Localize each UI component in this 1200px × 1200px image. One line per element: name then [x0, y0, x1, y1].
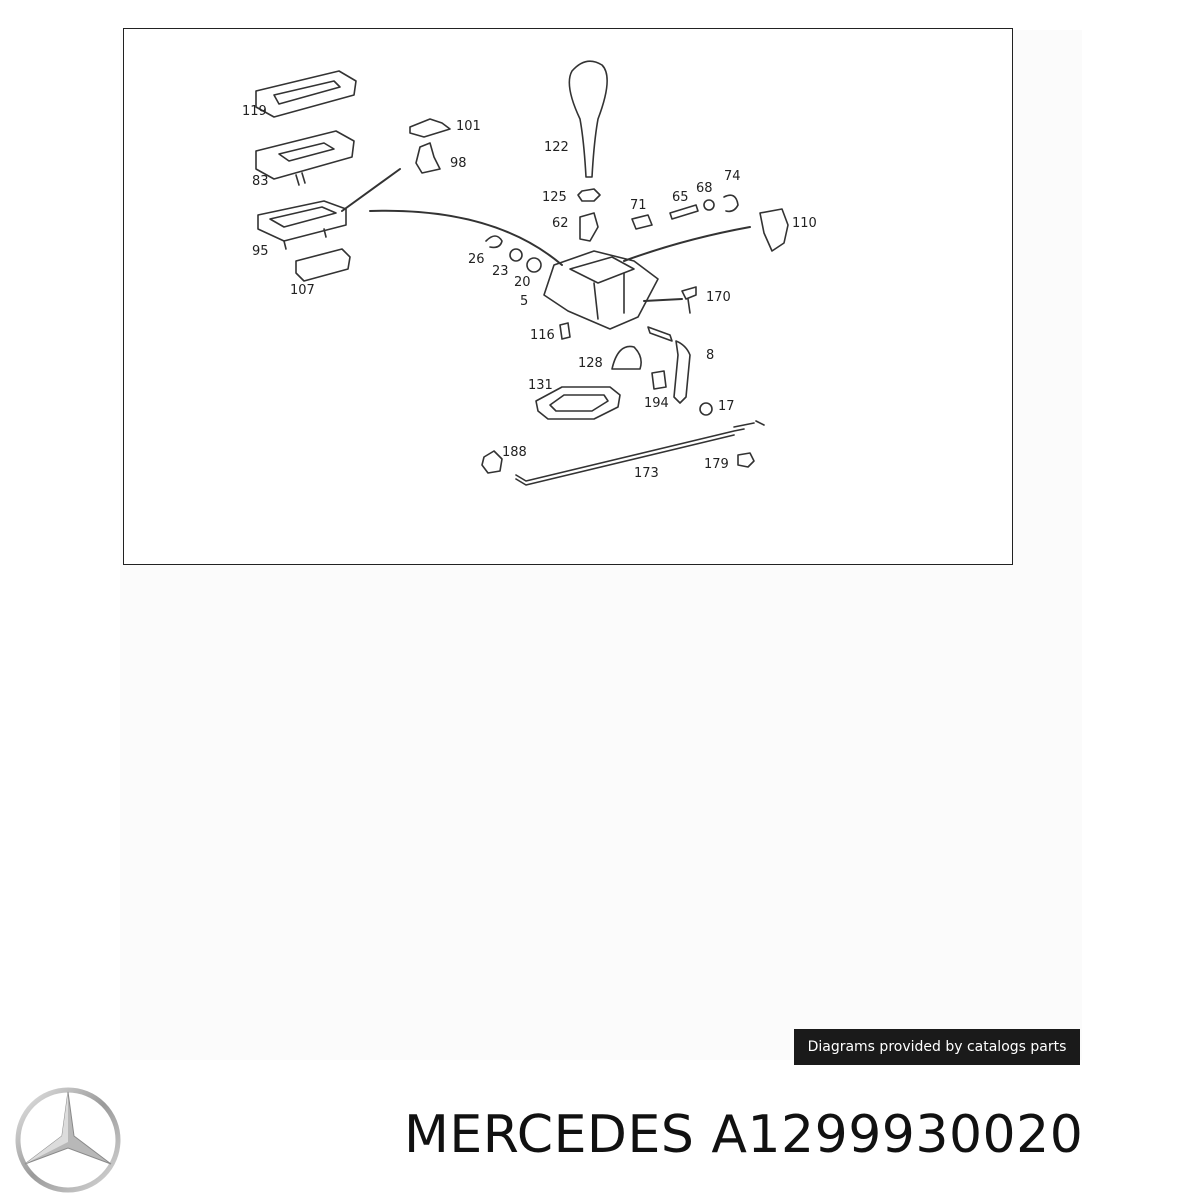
brand-name: MERCEDES	[404, 1105, 695, 1165]
callout-101: 101	[456, 119, 481, 134]
callout-125: 125	[542, 190, 567, 205]
part-110-shape	[759, 208, 789, 252]
part-116-shape	[559, 322, 571, 340]
callout-128: 128	[578, 356, 603, 371]
part-8-shape	[647, 326, 691, 404]
callout-170: 170	[706, 290, 731, 305]
part-170-shape	[681, 286, 697, 314]
callout-194: 194	[644, 396, 669, 411]
exploded-view-drawing: 119 101 98 83 122 125 62 71 65 68 74 110…	[242, 60, 817, 486]
callout-68: 68	[696, 181, 713, 196]
callout-62: 62	[552, 216, 569, 231]
callout-17: 17	[718, 399, 735, 414]
parts-diagram: 119 101 98 83 122 125 62 71 65 68 74 110…	[123, 28, 1013, 565]
part-194-shape	[651, 370, 667, 390]
part-83-shape	[255, 130, 355, 186]
part-23-shape	[509, 248, 523, 262]
part-title: MERCEDES A1299930020	[404, 1105, 1083, 1165]
callout-83: 83	[252, 174, 269, 189]
part-74-shape	[723, 194, 739, 213]
part-5-shape	[543, 250, 659, 330]
part-107-shape	[295, 248, 351, 282]
callout-98: 98	[450, 156, 467, 171]
part-65-shape	[669, 204, 699, 220]
part-131-shape	[535, 386, 621, 420]
credit-badge: Diagrams provided by catalogs parts	[794, 1029, 1080, 1065]
callout-122: 122	[544, 140, 569, 155]
callout-71: 71	[630, 198, 647, 213]
part-188-shape	[481, 450, 503, 474]
callout-119: 119	[242, 104, 267, 119]
callout-173: 173	[634, 466, 659, 481]
callout-74: 74	[724, 169, 741, 184]
callout-23: 23	[492, 264, 509, 279]
callout-188: 188	[502, 445, 527, 460]
callout-95: 95	[252, 244, 269, 259]
callout-110: 110	[792, 216, 817, 231]
part-62-shape	[579, 212, 599, 242]
callout-26: 26	[468, 252, 485, 267]
part-179-shape	[737, 452, 755, 468]
part-173-shape	[515, 420, 765, 486]
part-26-shape	[485, 235, 503, 249]
callout-8: 8	[706, 348, 714, 363]
part-95-shape	[257, 200, 347, 250]
part-122-shape	[568, 60, 608, 178]
part-98-shape	[415, 142, 441, 174]
part-20-shape	[526, 257, 542, 273]
callout-65: 65	[672, 190, 689, 205]
part-number: A1299930020	[711, 1105, 1084, 1165]
callout-116: 116	[530, 328, 555, 343]
part-119-shape	[255, 70, 357, 118]
part-101-shape	[409, 118, 451, 138]
part-68-shape	[703, 199, 715, 211]
part-71-shape	[631, 214, 653, 230]
callout-131: 131	[528, 378, 553, 393]
callout-179: 179	[704, 457, 729, 472]
part-128-shape	[611, 345, 642, 370]
part-17-shape	[699, 402, 713, 416]
callout-5: 5	[520, 294, 528, 309]
callout-107: 107	[290, 283, 315, 298]
pointer-lines	[341, 168, 751, 302]
part-125-shape	[577, 188, 601, 202]
callout-20: 20	[514, 275, 531, 290]
mercedes-star-logo	[15, 1087, 121, 1193]
